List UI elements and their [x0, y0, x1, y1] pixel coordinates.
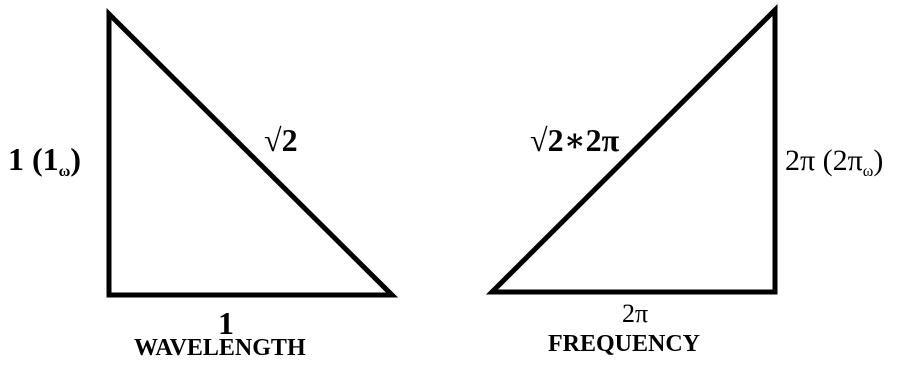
- frequency-hypotenuse-label: √2∗2π: [530, 122, 620, 158]
- wavelength-base-label: 1: [218, 305, 234, 341]
- wavelength-caption: WAVELENGTH: [134, 335, 306, 361]
- frequency-caption: FREQUENCY: [548, 331, 701, 357]
- omega-subscript: ω: [58, 163, 71, 180]
- wavelength-side-label: 1 (1ω): [8, 141, 82, 180]
- frequency-side-label: 2π (2πω): [785, 144, 884, 180]
- wavelength-hypotenuse-label: √2: [264, 122, 298, 158]
- omega-subscript: ω: [862, 163, 874, 180]
- frequency-base-label: 2π: [622, 299, 649, 328]
- wavelength-triangle: [106, 7, 399, 298]
- frequency-triangle: [485, 3, 778, 295]
